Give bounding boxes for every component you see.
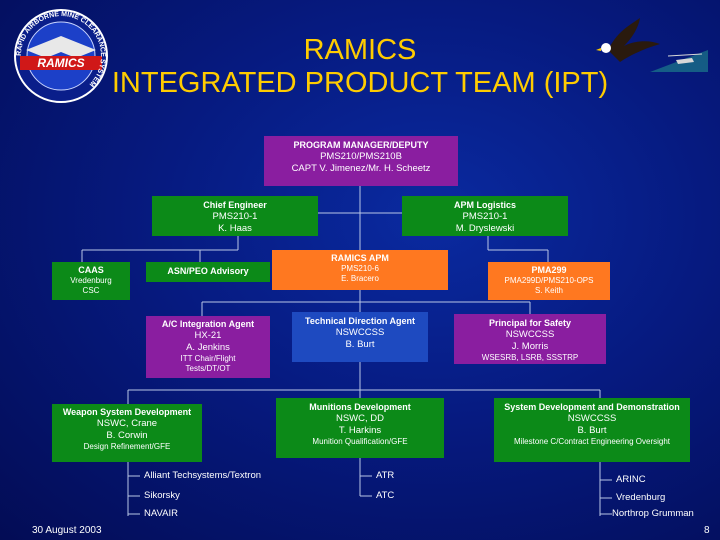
chief-engineer-name: K. Haas <box>218 223 252 235</box>
technical-direction-name: B. Burt <box>345 339 375 351</box>
asn-peo-advisory-heading: ASN/PEO Advisory <box>167 266 249 276</box>
ramics-apm-heading: RAMICS APM <box>331 253 389 263</box>
ramics-apm-box: RAMICS APM PMS210-6 E. Bracero <box>272 250 448 290</box>
program-manager-heading: PROGRAM MANAGER/DEPUTY <box>293 140 429 150</box>
munitions-development-box: Munitions Development NSWC, DD T. Harkin… <box>276 398 444 458</box>
contractor-arinc: ARINC <box>616 474 646 485</box>
system-dev-role: Milestone C/Contract Engineering Oversig… <box>513 437 671 446</box>
caas-box: CAAS Vredenburg CSC <box>52 262 130 300</box>
page-title-line2: INTEGRATED PRODUCT TEAM (IPT) <box>111 67 609 99</box>
contractor-navair: NAVAIR <box>144 508 178 519</box>
weapon-system-heading: Weapon System Development <box>62 407 192 417</box>
pma299-box: PMA299 PMA299D/PMS210-OPS S. Keith <box>488 262 610 300</box>
technical-direction-org: NSWCCSS <box>335 327 385 339</box>
system-development-demonstration-box: System Development and Demonstration NSW… <box>494 398 690 462</box>
ac-integration-tests: Tests/DT/OT <box>185 364 231 373</box>
eagle-helicopter-icon <box>596 18 708 72</box>
technical-direction-heading: Technical Direction Agent <box>304 316 416 326</box>
principal-for-safety-box: Principal for Safety NSWCCSS J. Morris W… <box>454 314 606 364</box>
system-dev-heading: System Development and Demonstration <box>504 402 680 412</box>
chief-engineer-heading: Chief Engineer <box>203 200 267 210</box>
munitions-role: Munition Qualification/GFE <box>312 437 408 446</box>
pma299-code: PMA299D/PMS210-OPS <box>504 276 594 286</box>
page-title-line1: RAMICS <box>303 34 417 66</box>
weapon-system-development-box: Weapon System Development NSWC, Crane B.… <box>52 404 202 462</box>
principal-safety-boards: WSESRB, LSRB, SSSTRP <box>481 353 579 362</box>
principal-safety-heading: Principal for Safety <box>488 318 572 328</box>
munitions-name: T. Harkins <box>338 425 382 437</box>
chief-engineer-code: PMS210-1 <box>212 211 258 223</box>
apm-logistics-box: APM Logistics PMS210-1 M. Dryslewski <box>402 196 568 236</box>
pma299-heading: PMA299 <box>531 265 567 275</box>
principal-safety-org: NSWCCSS <box>505 329 555 341</box>
ac-integration-agent-box: A/C Integration Agent HX-21 A. Jenkins I… <box>146 316 270 378</box>
contractor-alliant: Alliant Techsystems/Textron <box>144 470 262 481</box>
caas-line1: Vredenburg <box>70 276 112 286</box>
program-manager-code: PMS210/PMS210B <box>320 151 402 163</box>
munitions-org: NSWC, DD <box>335 413 385 425</box>
contractor-northrop-grumman: Northrop Grumman <box>612 508 694 519</box>
munitions-heading: Munitions Development <box>309 402 411 412</box>
contractor-atc: ATC <box>376 490 395 501</box>
ramics-apm-code: PMS210-6 <box>341 264 379 274</box>
page-number: 8 <box>704 525 710 536</box>
program-manager-names: CAPT V. Jimenez/Mr. H. Scheetz <box>291 163 431 175</box>
ac-integration-role: ITT Chair/Flight <box>180 354 236 363</box>
apm-logistics-heading: APM Logistics <box>453 200 516 210</box>
system-dev-org: NSWCCSS <box>567 413 617 425</box>
principal-safety-name: J. Morris <box>511 341 549 353</box>
caas-heading: CAAS <box>78 265 104 275</box>
contractor-vredenburg: Vredenburg <box>616 492 666 503</box>
apm-logistics-name: M. Dryslewski <box>455 223 515 235</box>
weapon-system-role: Design Refinement/GFE <box>83 442 171 451</box>
system-dev-name: B. Burt <box>577 425 607 437</box>
asn-peo-advisory-box: ASN/PEO Advisory <box>146 262 270 282</box>
footer-date: 30 August 2003 <box>32 525 102 536</box>
caas-line2: CSC <box>82 286 100 296</box>
technical-direction-agent-box: Technical Direction Agent NSWCCSS B. Bur… <box>292 312 428 362</box>
logo-wordmark: RAMICS <box>37 56 84 70</box>
pma299-name: S. Keith <box>534 286 563 296</box>
ramics-seal-icon: RAMICS RAPID AIRBORNE MINE CLEARANCE SYS… <box>14 9 108 103</box>
contractor-sikorsky: Sikorsky <box>144 490 180 501</box>
chief-engineer-box: Chief Engineer PMS210-1 K. Haas <box>152 196 318 236</box>
weapon-system-org: NSWC, Crane <box>96 418 158 430</box>
apm-logistics-code: PMS210-1 <box>462 211 508 223</box>
contractor-atr: ATR <box>376 470 395 481</box>
program-manager-box: PROGRAM MANAGER/DEPUTY PMS210/PMS210B CA… <box>264 136 458 186</box>
ac-integration-heading: A/C Integration Agent <box>161 319 255 329</box>
ac-integration-unit: HX-21 <box>194 330 222 342</box>
ramics-apm-name: E. Bracero <box>341 274 379 284</box>
ac-integration-name: A. Jenkins <box>186 342 230 354</box>
weapon-system-name: B. Corwin <box>106 430 148 442</box>
